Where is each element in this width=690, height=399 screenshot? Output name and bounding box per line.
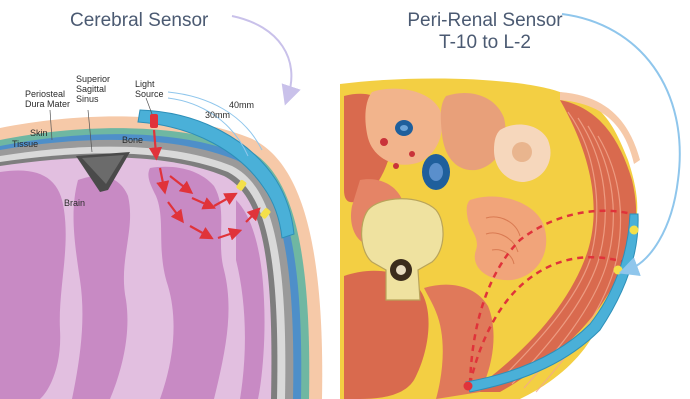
label-source: Source — [135, 89, 164, 99]
label-periosteal: Periosteal — [25, 89, 65, 99]
renal-light-source — [464, 382, 473, 391]
label-sinus: Sinus — [76, 94, 99, 104]
label-sagittal: Sagittal — [76, 84, 106, 94]
label-light: Light — [135, 79, 155, 89]
renal-detector-far — [630, 226, 639, 235]
cerebral-cross-section — [0, 116, 322, 399]
label-dura-mater: Dura Mater — [25, 99, 70, 109]
label-40mm: 40mm — [229, 100, 254, 110]
label-bone: Bone — [122, 135, 143, 145]
label-30mm: 30mm — [205, 110, 230, 120]
label-skin: Skin — [30, 128, 48, 138]
cerebral-pointer-arrow — [232, 16, 291, 96]
cerebral-sensor-title: Cerebral Sensor — [70, 10, 208, 32]
peri-renal-sensor-title: Peri-Renal Sensor — [397, 10, 573, 32]
renal-detector-near — [614, 266, 623, 275]
peri-renal-vertebral-range: T-10 to L-2 — [397, 32, 573, 54]
label-tissue: Tissue — [12, 139, 38, 149]
light-source-marker — [150, 114, 158, 128]
label-brain: Brain — [64, 198, 85, 208]
label-superior: Superior — [76, 74, 110, 84]
renal-cross-section — [340, 78, 690, 399]
